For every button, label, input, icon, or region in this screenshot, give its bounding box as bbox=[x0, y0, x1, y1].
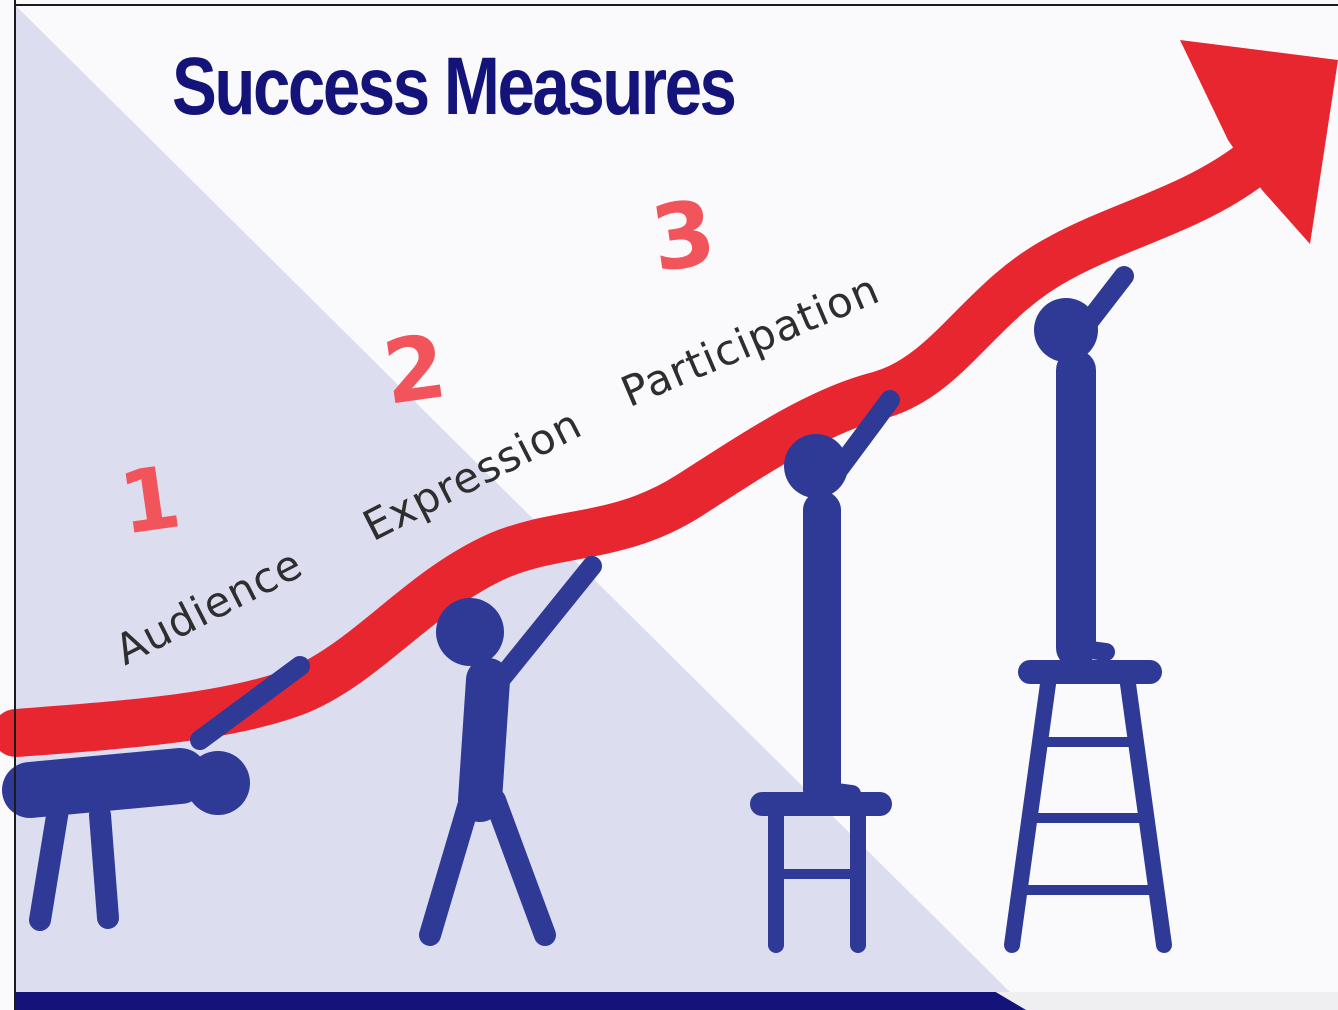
short-stool bbox=[750, 792, 892, 953]
growth-arrow-body bbox=[0, 141, 1274, 757]
tall-ladder-rail-left bbox=[1004, 676, 1056, 953]
figure-pushing-leg-front bbox=[89, 804, 119, 929]
figure-pushing-arm bbox=[190, 656, 310, 750]
figure-walking-leg-back bbox=[419, 789, 481, 946]
step-number-1: 1 bbox=[113, 447, 187, 555]
tall-ladder bbox=[1004, 660, 1172, 953]
figure-on-ladder-arm bbox=[1080, 266, 1134, 330]
step-number-3: 3 bbox=[644, 180, 722, 293]
page-title: Success Measures bbox=[172, 41, 737, 132]
diagonal-overlay bbox=[16, 6, 1010, 992]
figure-pushing-torso bbox=[2, 748, 208, 818]
growth-arrow-head bbox=[1180, 40, 1338, 244]
footer-bar bbox=[16, 992, 1338, 1010]
figure-walking-torso bbox=[458, 658, 510, 822]
figure-walking-head bbox=[436, 598, 504, 666]
figure-walking bbox=[419, 556, 602, 946]
figure-on-ladder bbox=[1034, 266, 1134, 668]
step-number-2: 2 bbox=[377, 314, 453, 425]
figure-on-stool-arm bbox=[828, 390, 900, 480]
figure-pushing bbox=[2, 656, 310, 931]
figure-on-ladder-foot bbox=[1067, 639, 1115, 661]
figure-walking-leg-front bbox=[484, 789, 556, 946]
footer-bar-accent bbox=[16, 992, 1026, 1010]
figure-pushing-leg-back bbox=[29, 799, 69, 931]
figure-walking-arm bbox=[490, 556, 602, 690]
growth-arrow bbox=[0, 40, 1338, 757]
figure-on-stool bbox=[784, 390, 900, 809]
frame-top-border bbox=[14, 4, 1338, 6]
figure-on-stool-head bbox=[784, 434, 848, 498]
frame-left-border bbox=[14, 0, 16, 1010]
